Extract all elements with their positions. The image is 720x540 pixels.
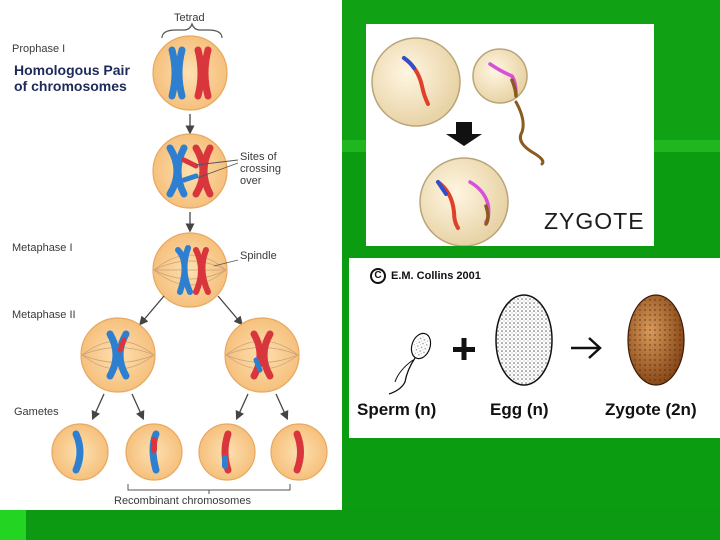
zygote-formation-panel: ZYGOTE (366, 24, 654, 246)
prophase-chromosomes (168, 46, 212, 100)
crossing-chromosomes (166, 144, 214, 198)
of-chromosomes-label: of chromosomes (14, 78, 127, 94)
metaphase1-label: Metaphase I (12, 242, 73, 254)
zygote-cell (419, 157, 509, 246)
prophase-cell (152, 35, 228, 111)
tetrad-brace (161, 22, 223, 39)
zygote-caption: Zygote (2n) (605, 400, 697, 419)
arrow-icon (571, 337, 602, 359)
zygote-graphic (371, 37, 545, 246)
sperm-tail (514, 100, 545, 166)
crossing-label-line1: Sites of (240, 151, 277, 163)
zygote-word: ZYGOTE (544, 208, 645, 234)
background-bottom-band (0, 508, 720, 540)
background-corner (0, 510, 26, 540)
metaphase2-label: Metaphase II (12, 309, 76, 321)
tetrad-label: Tetrad (174, 12, 205, 24)
crossing-label-line3: over (240, 175, 262, 187)
homologous-pair-label: Homologous Pair (14, 62, 130, 78)
gametes-label: Gametes (14, 406, 59, 418)
fertilization-panel: C E.M. Collins 2001 (349, 258, 720, 438)
gamete-cells (51, 423, 328, 481)
copyright-icon: C (370, 268, 386, 284)
egg-caption: Egg (n) (490, 400, 549, 419)
prophase-label: Prophase I (12, 43, 66, 55)
meiosis-graphic (51, 22, 328, 494)
down-arrow (446, 122, 482, 146)
gamete-chromosomes (72, 430, 304, 474)
sperm-head-cell (472, 48, 528, 104)
sperm-caption: Sperm (n) (357, 400, 437, 419)
sperm-tail (388, 357, 416, 395)
credit-text: E.M. Collins 2001 (391, 270, 481, 282)
recombinant-label: Recombinant chromosomes (114, 495, 251, 507)
crossing-label-line2: crossing (240, 163, 281, 175)
metaphase1-chromosomes (175, 245, 211, 295)
spindle-label: Spindle (240, 250, 277, 262)
meiosis-diagram: Tetrad Prophase I Homologous Pair of chr… (0, 0, 342, 510)
fertilization-graphic (388, 294, 685, 395)
egg-nucleus-cell (371, 37, 461, 127)
